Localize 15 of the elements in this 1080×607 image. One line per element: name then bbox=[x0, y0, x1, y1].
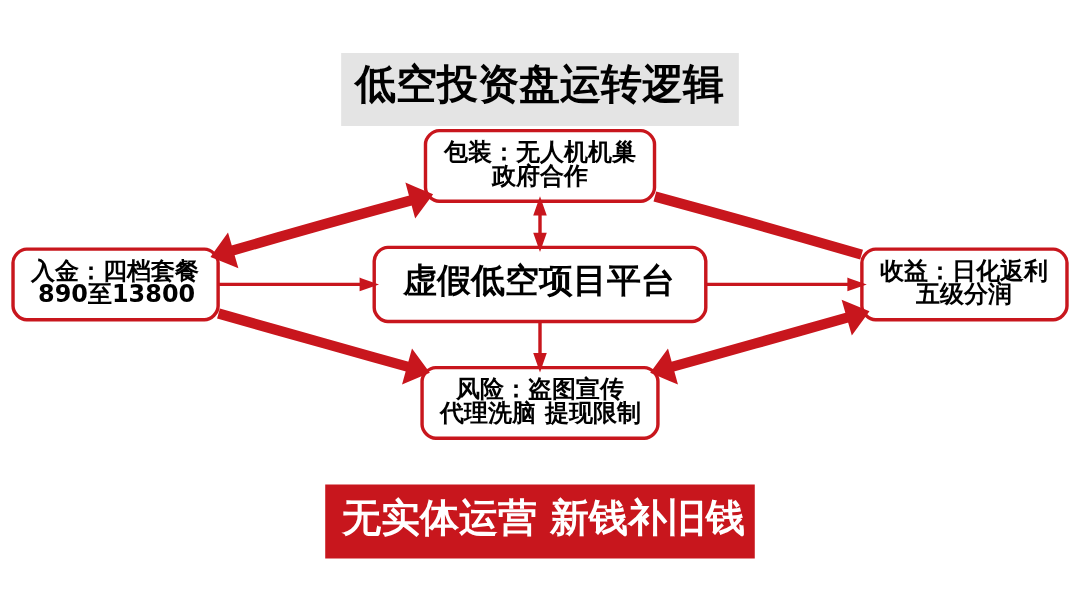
arrow bbox=[533, 321, 547, 373]
node-box: 入金：四档套餐 890至13800 bbox=[11, 247, 220, 322]
connector bbox=[653, 191, 863, 260]
arrow bbox=[650, 299, 870, 385]
arrow bbox=[533, 196, 547, 253]
arrow bbox=[705, 277, 867, 292]
arrow bbox=[210, 182, 434, 269]
arrow bbox=[218, 277, 379, 292]
node-box: 虚假低空项目平台 bbox=[372, 245, 708, 324]
node-box: 收益：日化返利 五级分润 bbox=[860, 247, 1069, 322]
node-box: 风险：盗图宣传 代理洗脑 提现限制 bbox=[420, 365, 660, 440]
arrow bbox=[217, 308, 430, 385]
caption: 无实体运营 新钱补旧钱 bbox=[341, 494, 746, 540]
diagram-title: 低空投资盘运转逻辑 bbox=[355, 60, 725, 109]
node-box: 包装：无人机机巢 政府合作 bbox=[423, 128, 657, 203]
